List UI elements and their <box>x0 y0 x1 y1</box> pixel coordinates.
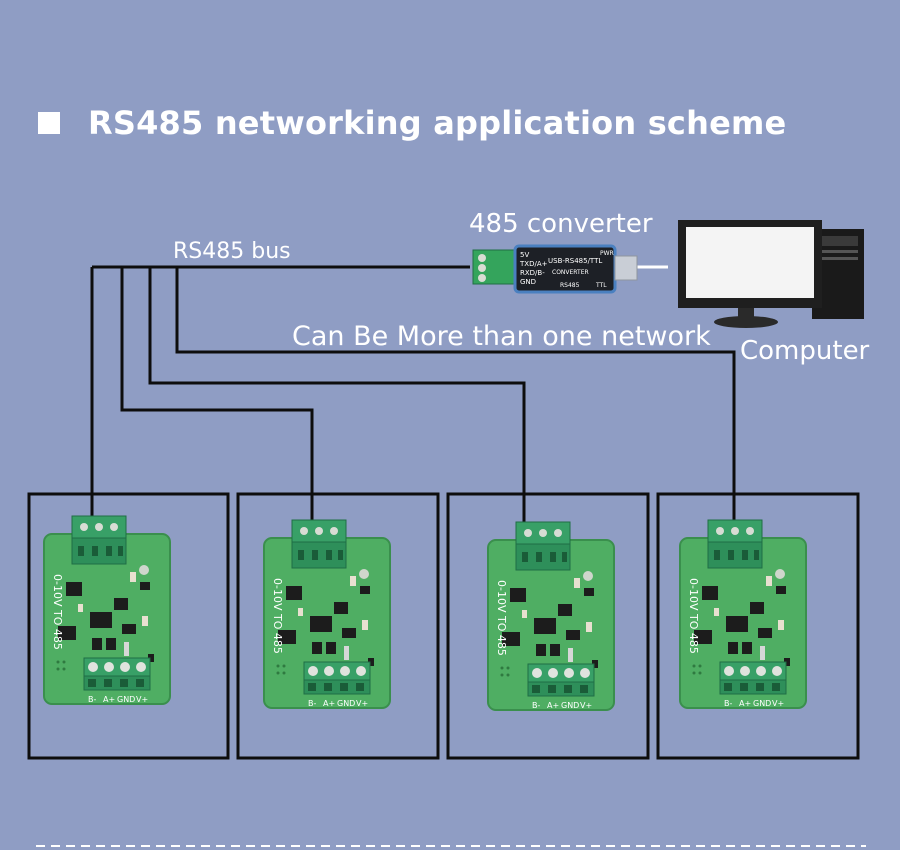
node-frame-2 <box>236 492 440 760</box>
module-silk-1: 0-10V TO 485 <box>51 574 64 650</box>
converter-tag: RS485 <box>560 282 580 289</box>
terminal-label: B- <box>308 699 316 708</box>
terminal-label: GND <box>337 699 355 708</box>
terminal-label: GND <box>753 699 771 708</box>
terminal-label: GND <box>117 695 135 704</box>
terminal-label: B- <box>724 699 732 708</box>
module-silk-4: 0-10V TO 485 <box>687 578 700 654</box>
page-title: RS485 networking application scheme <box>38 104 786 142</box>
terminal-label: V+ <box>136 695 148 704</box>
pin-label: RXD/B- <box>520 269 545 277</box>
node-frames <box>27 492 860 760</box>
network-note: Can Be More than one network <box>292 321 711 352</box>
terminal-label: GND <box>561 701 579 710</box>
computer-icon <box>678 220 864 328</box>
bus-label: RS485 bus <box>173 239 291 264</box>
converter-label: 485 converter <box>469 209 653 239</box>
bus-drop-wire-4 <box>175 267 736 495</box>
terminal-label: B- <box>88 695 96 704</box>
node-frame-1 <box>27 492 230 760</box>
node-frame-4 <box>656 492 860 760</box>
converter-tag: PWR <box>600 250 614 257</box>
terminal-label: A+ <box>323 699 335 708</box>
module-board-4: 0-10V TO 485 B- A+ GND V+ <box>679 519 807 709</box>
pin-label: GND <box>520 278 536 286</box>
terminal-label: A+ <box>547 701 559 710</box>
bus-drop-wire-3 <box>148 267 526 495</box>
module-silk-3: 0-10V TO 485 <box>495 580 508 656</box>
bus-drop-wire-2 <box>120 267 314 495</box>
converter-sub: CONVERTER <box>552 269 589 276</box>
converter-tag: TTL <box>595 282 607 289</box>
module-silk-2: 0-10V TO 485 <box>271 578 284 654</box>
title-text: RS485 networking application scheme <box>88 104 787 142</box>
square-bullet-icon <box>38 112 60 134</box>
computer-label: Computer <box>740 336 870 366</box>
terminal-label: V+ <box>580 701 592 710</box>
terminal-label: A+ <box>739 699 751 708</box>
rs485-wires <box>90 265 736 524</box>
terminal-label: V+ <box>356 699 368 708</box>
pin-label: 5V <box>520 251 529 259</box>
terminal-label: V+ <box>772 699 784 708</box>
module-board-2: 0-10V TO 485 B- A+ GND V+ <box>263 519 391 709</box>
pin-label: TXD/A+ <box>519 260 548 268</box>
usb-converter: 5V TXD/A+ RXD/B- GND USB-RS485/TTL CONVE… <box>472 244 638 294</box>
terminal-label: A+ <box>103 695 115 704</box>
terminal-label: B- <box>532 701 540 710</box>
module-board-1: 0-10V TO 485 B- A+ GND V+ <box>43 515 171 705</box>
node-frame-3 <box>446 492 650 760</box>
module-board-3: 0-10V TO 485 B- A+ GND V+ <box>487 521 615 711</box>
converter-model: USB-RS485/TTL <box>548 257 602 265</box>
